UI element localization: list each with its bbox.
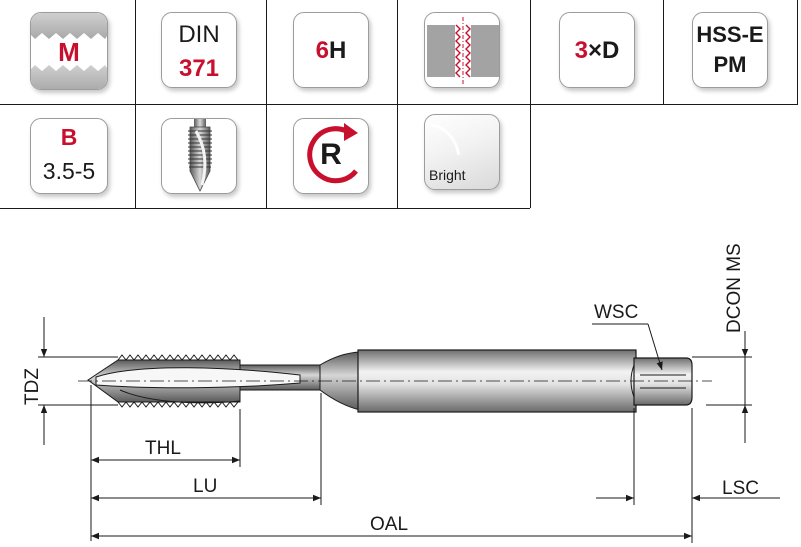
chamfer-letter: B — [60, 124, 78, 150]
lsc-dimension — [596, 408, 780, 505]
tolerance-prefix: 6 — [315, 37, 329, 64]
tdz-label: TDZ — [22, 368, 43, 405]
material-icon: HSS-E PM — [692, 12, 768, 88]
grid-divider — [266, 0, 267, 208]
standard-icon: DIN 371 — [161, 12, 237, 88]
thread-depth-suffix: ×D — [588, 37, 620, 64]
lu-dimension — [91, 393, 322, 505]
spiral-point-icon — [161, 118, 237, 194]
rotation-letter: R — [320, 138, 342, 171]
material-line2: PM — [713, 52, 747, 77]
grid-divider — [397, 0, 398, 208]
tap-dimension-drawing: TDZ THL LU OAL LSC WSC DCON MS — [22, 243, 780, 543]
wsc-label: WSC — [594, 302, 638, 323]
lsc-label: LSC — [722, 478, 759, 499]
dcon-dimension — [692, 331, 752, 443]
oal-dimension — [91, 408, 693, 543]
chamfer-icon: B 3.5-5 — [30, 118, 108, 194]
thread-form-icon: M — [30, 12, 108, 90]
thl-dimension — [90, 385, 241, 541]
wsc-leader — [592, 323, 663, 371]
material-line1: HSS-E — [696, 22, 764, 47]
right-hand-icon: R — [293, 118, 369, 194]
oal-label: OAL — [370, 514, 408, 535]
thread-profile-icon — [424, 12, 500, 88]
thread-depth-icon: 3×D — [559, 12, 635, 88]
chamfer-range: 3.5-5 — [42, 158, 96, 184]
coating-label: Bright — [429, 167, 466, 183]
tdz-dimension — [38, 317, 118, 445]
thread-depth-prefix: 3 — [574, 37, 588, 64]
thread-form-letter: M — [58, 37, 80, 67]
grid-divider — [797, 0, 798, 104]
grid-divider — [530, 0, 531, 208]
thl-label: THL — [145, 438, 181, 459]
grid-divider — [663, 0, 664, 104]
dcon-label: DCON MS — [724, 243, 745, 333]
tolerance-text: 6H — [294, 37, 368, 65]
grid-divider — [0, 208, 530, 209]
grid-divider — [0, 104, 798, 105]
lu-label: LU — [193, 476, 217, 497]
grid-divider — [135, 0, 136, 208]
thread-depth-text: 3×D — [560, 37, 634, 65]
standard-line1: DIN — [178, 21, 220, 48]
tolerance-icon: 6H — [293, 12, 369, 88]
tolerance-suffix: H — [329, 37, 347, 64]
coating-icon: Bright — [424, 114, 500, 190]
standard-line2: 371 — [178, 55, 220, 82]
